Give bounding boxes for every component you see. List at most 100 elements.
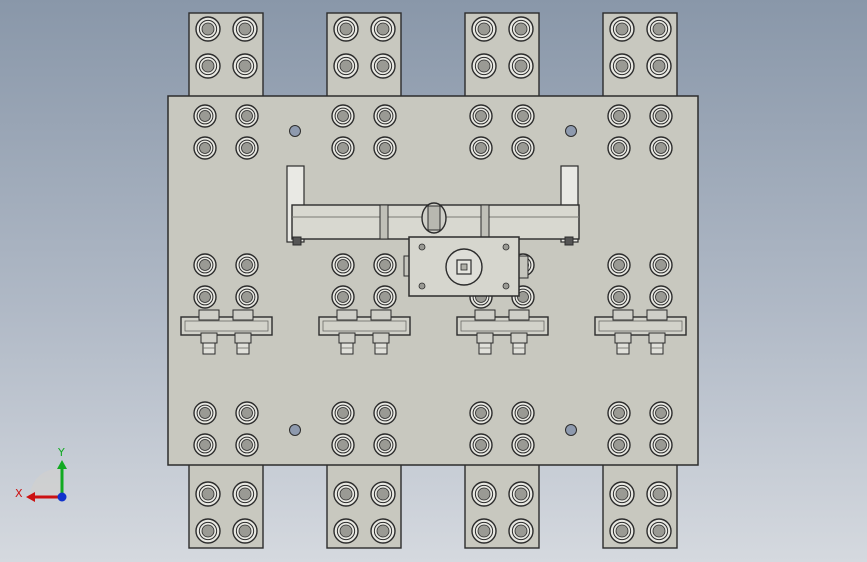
bolt-hole-inner — [475, 142, 487, 154]
bolt-hole-inner — [514, 59, 528, 73]
bolt-hole-inner — [199, 291, 211, 303]
bolt-hole-ring — [610, 139, 628, 157]
bolt-hole-inner — [337, 142, 349, 154]
bolt-hole — [331, 401, 355, 425]
bolt-hole-inner — [199, 407, 211, 419]
z-axis-dot — [57, 492, 67, 502]
bolt-nut — [372, 332, 390, 344]
bolt-hole — [469, 104, 493, 128]
bolt-hole-ring — [238, 436, 256, 454]
bolt-hole — [471, 53, 497, 79]
bolt-head — [474, 309, 496, 321]
housing-screw — [502, 243, 510, 251]
bolt-hole — [331, 285, 355, 309]
x-axis-label: X — [15, 487, 23, 500]
bolt-hole-inner — [337, 291, 349, 303]
bolt-hole-inner — [613, 259, 625, 271]
clamp-bar — [318, 316, 411, 336]
clamp-block — [594, 309, 687, 355]
bolt-hole-inner — [238, 22, 252, 36]
bolt-hole-ring — [474, 56, 494, 76]
bolt-hole — [193, 253, 217, 277]
bolt-hole-inner — [199, 259, 211, 271]
bolt-hole — [469, 136, 493, 160]
bolt-hole-inner — [379, 291, 391, 303]
bolt-hole — [609, 518, 635, 544]
mounting-hole — [565, 125, 577, 137]
bolt-hole-inner — [613, 407, 625, 419]
operating-mechanism[interactable] — [286, 165, 580, 297]
bolt-hole-ring — [514, 404, 532, 422]
bolt-hole-ring — [612, 19, 632, 39]
bolt-hole — [333, 481, 359, 507]
bolt-hole — [646, 518, 672, 544]
bolt-hole-inner — [376, 487, 390, 501]
lower-terminal-group — [188, 462, 678, 549]
bolt-hole-inner — [379, 407, 391, 419]
bolt-hole-inner — [241, 142, 253, 154]
clamp-bar-face — [184, 320, 269, 332]
bolt-hole-inner — [517, 439, 529, 451]
bolt-hole-ring — [336, 19, 356, 39]
bolt-shank — [374, 342, 388, 355]
bolt-hole-ring — [334, 139, 352, 157]
bolt-hole — [331, 104, 355, 128]
bolt-hole-inner — [376, 22, 390, 36]
bolt-hole-inner — [241, 110, 253, 122]
bolt-hole-inner — [475, 110, 487, 122]
bolt-hole-ring — [238, 288, 256, 306]
bolt-hole — [649, 104, 673, 128]
bolt-hole-ring — [196, 139, 214, 157]
bolt-hole-ring — [514, 107, 532, 125]
bolt-hole — [195, 518, 221, 544]
plate-bolt-holes — [193, 104, 673, 457]
bolt-hole — [609, 16, 635, 42]
bolt-hole — [370, 481, 396, 507]
bolt-shank — [478, 342, 492, 355]
bolt-hole-ring — [472, 404, 490, 422]
bolt-hole — [649, 401, 673, 425]
bolt-hole — [607, 433, 631, 457]
bolt-hole-inner — [652, 22, 666, 36]
mounting-holes — [289, 125, 577, 436]
bolt-hole-ring — [376, 256, 394, 274]
bolt-head — [232, 309, 254, 321]
bolt-hole — [471, 518, 497, 544]
crossbar-rib — [480, 204, 490, 240]
bolt-hole-inner — [201, 22, 215, 36]
bolt-hole-inner — [517, 407, 529, 419]
upper-terminal — [326, 12, 402, 99]
bolt-hole-ring — [511, 521, 531, 541]
bolt-hole-inner — [613, 291, 625, 303]
bolt-hole-inner — [241, 259, 253, 271]
bolt-hole-inner — [655, 407, 667, 419]
bolt-hole — [195, 53, 221, 79]
bolt-hole-inner — [241, 291, 253, 303]
lower-terminal — [326, 462, 402, 549]
bolt-hole — [193, 433, 217, 457]
upper-terminal — [602, 12, 678, 99]
bolt-head — [508, 309, 530, 321]
bolt-hole-inner — [613, 439, 625, 451]
bolt-shank — [202, 342, 216, 355]
bolt-hole-inner — [337, 439, 349, 451]
bolt-hole-ring — [334, 436, 352, 454]
bolt-hole — [607, 136, 631, 160]
mounting-hole — [289, 125, 301, 137]
base-plate[interactable] — [167, 95, 699, 466]
bolt-hole — [607, 401, 631, 425]
bolt-hole-inner — [613, 142, 625, 154]
bolt-hole-inner — [475, 407, 487, 419]
bolt-hole-inner — [477, 22, 491, 36]
bolt-hole-inner — [514, 487, 528, 501]
bolt-hole — [235, 253, 259, 277]
bolt-hole-ring — [196, 107, 214, 125]
bolt-hole — [469, 401, 493, 425]
bolt-hole-ring — [652, 139, 670, 157]
square-drive-inner — [460, 263, 468, 271]
bolt-hole-inner — [337, 407, 349, 419]
bolt-hole-inner — [199, 142, 211, 154]
bolt-hole — [235, 401, 259, 425]
